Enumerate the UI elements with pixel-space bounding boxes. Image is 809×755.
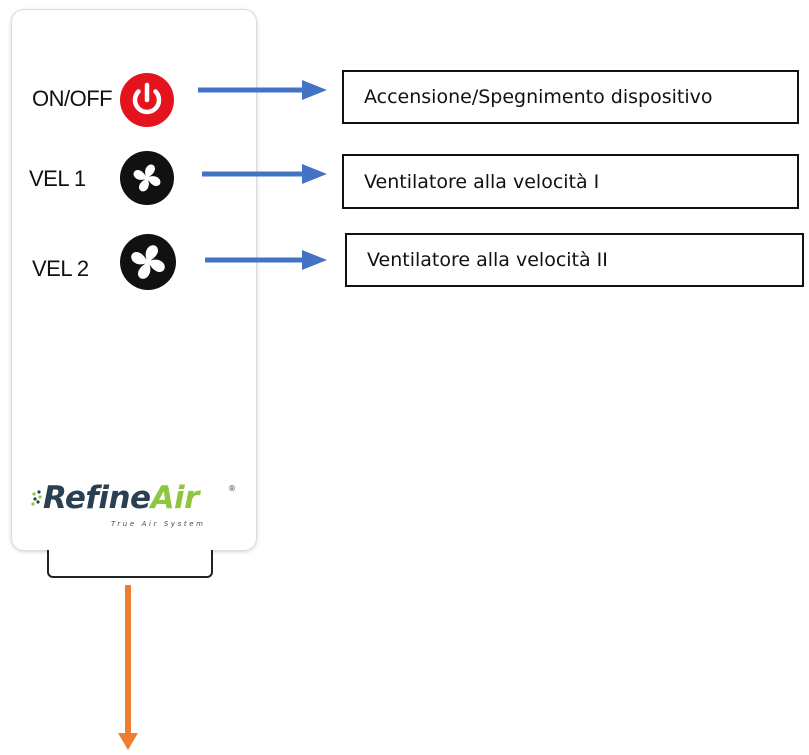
logo-registered-mark: ® <box>228 484 236 493</box>
fan-icon[interactable] <box>120 151 174 205</box>
description-on-off: Accensione/Spegnimento dispositivo <box>342 70 799 124</box>
description-vel-1: Ventilatore alla velocità I <box>342 154 799 209</box>
logo-dots-icon <box>31 490 42 506</box>
power-icon[interactable] <box>120 73 174 127</box>
arrow-vel-2 <box>205 250 327 270</box>
refineair-logo: RefineAir ® True Air System <box>31 480 243 540</box>
arrow-on-off <box>198 80 327 100</box>
logo-wordmark: RefineAir <box>43 480 199 516</box>
on-off-label: ON/OFF <box>32 86 113 111</box>
logo-tagline: True Air System <box>111 520 206 528</box>
arrow-down-orange <box>118 585 138 750</box>
vel-1-label: VEL 1 <box>29 166 86 191</box>
vel-2-label: VEL 2 <box>32 256 89 281</box>
logo-brand-main: Refine <box>43 480 151 516</box>
description-vel-2: Ventilatore alla velocità II <box>345 233 804 287</box>
remote-connector <box>47 550 213 578</box>
logo-brand-accent: Air <box>150 480 200 516</box>
arrow-vel-1 <box>202 164 327 184</box>
fan-icon[interactable] <box>120 234 176 290</box>
